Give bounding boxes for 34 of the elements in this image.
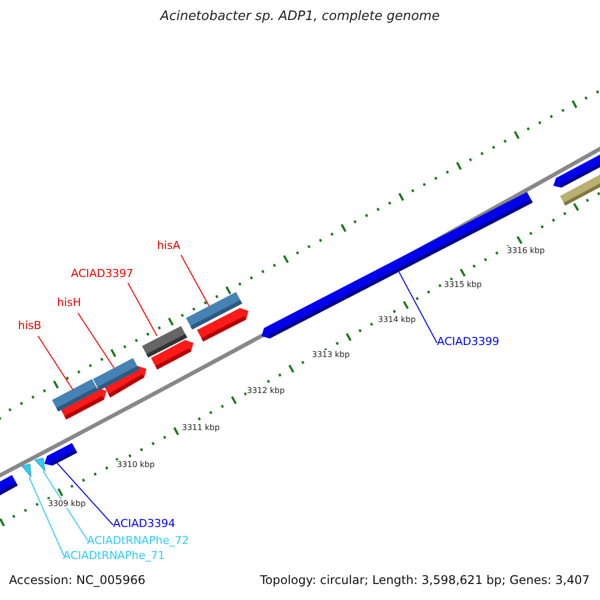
scale-label: 3310 kbp	[117, 460, 155, 470]
gene-feature	[44, 443, 78, 466]
leader-line	[38, 336, 74, 390]
leader-line	[78, 312, 114, 368]
accession-text: Accession: NC_005966	[9, 574, 146, 588]
gene-label: ACIAD3397	[71, 268, 134, 281]
gene-label: ACIADtRNAPhe_71	[63, 550, 165, 563]
gene-feature	[52, 379, 98, 412]
gene-feature	[186, 292, 242, 330]
leader-line	[180, 254, 210, 306]
scale-label: 3313 kbp	[312, 350, 350, 360]
leader-line	[398, 272, 438, 344]
trna-marker	[34, 458, 46, 472]
leader-line	[56, 462, 114, 526]
leader-line	[128, 282, 158, 336]
scale-label: 3311 kbp	[182, 423, 220, 432]
gene-label: hisH	[57, 297, 82, 310]
gene-feature	[93, 358, 140, 390]
trna-marker	[21, 464, 32, 478]
genome-info-text: Topology: circular; Length: 3,598,621 bp; Genes: 3,407	[260, 574, 590, 588]
gene-label: hisB	[18, 320, 42, 333]
leader-line	[42, 470, 88, 542]
scale-label: 3309 kbp	[48, 499, 86, 508]
gene-label: hisA	[157, 240, 180, 253]
leader-line	[28, 476, 64, 556]
gene-feature	[142, 326, 188, 358]
scale-label: 3316 kbp	[507, 246, 545, 256]
scale-label: 3314 kbp	[378, 315, 416, 324]
title: Acinetobacter sp. ADP1, complete genome	[158, 10, 441, 25]
gene-label: ACIAD3399	[437, 336, 500, 349]
gene-label: ACIADtRNAPhe_72	[87, 535, 189, 548]
scale-label: 3315 kbp	[444, 280, 482, 290]
scale-label: 3312 kbp	[247, 386, 285, 396]
gene-label: ACIAD3394	[113, 518, 176, 531]
